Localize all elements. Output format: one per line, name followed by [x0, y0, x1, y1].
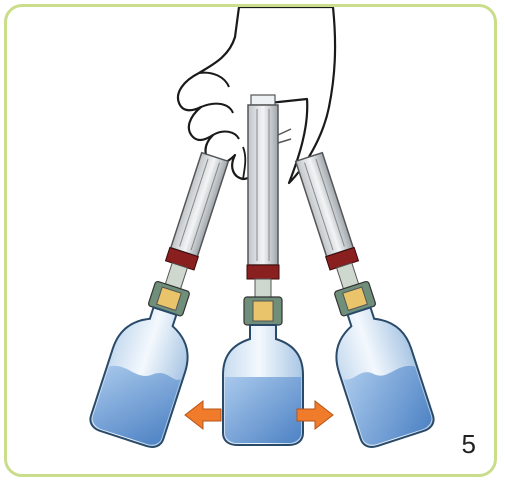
- swirl-vial-illustration: [7, 7, 497, 477]
- step-number: 5: [462, 429, 476, 460]
- arrow-left-icon: [185, 401, 221, 429]
- illustration-frame: 5: [4, 4, 497, 477]
